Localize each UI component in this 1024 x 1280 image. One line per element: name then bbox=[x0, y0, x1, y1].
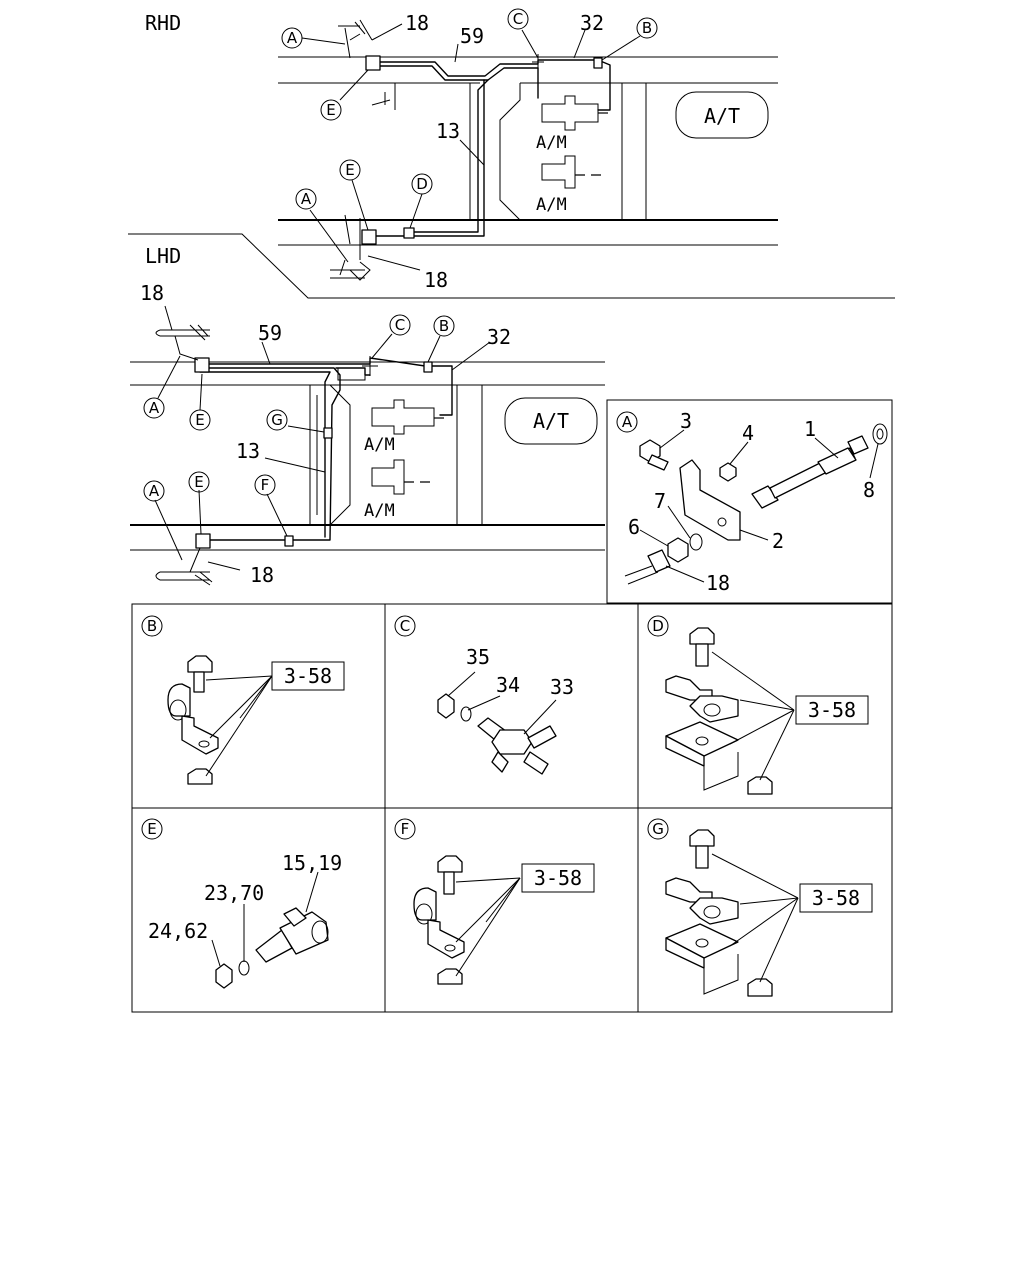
lhd-callout-b: B bbox=[439, 317, 449, 335]
rhd-part-18-bottom: 18 bbox=[424, 268, 448, 292]
detail-c-panel: C 35 34 33 bbox=[394, 615, 574, 775]
detail-e-callout: E bbox=[147, 820, 156, 838]
lhd-label: LHD bbox=[145, 244, 181, 268]
rhd-part-59: 59 bbox=[460, 24, 484, 48]
detail-e-part-23-70: 23,70 bbox=[204, 881, 264, 905]
detail-a-part-18: 18 bbox=[706, 571, 730, 595]
detail-a-part-4: 4 bbox=[742, 421, 754, 445]
rhd-callout-a-top: A bbox=[287, 29, 298, 47]
rhd-part-32: 32 bbox=[580, 11, 604, 35]
detail-a-callout: A bbox=[622, 413, 633, 431]
detail-a-panel: A 3 4 1 8 7 2 6 18 bbox=[606, 399, 893, 604]
detail-c-callout: C bbox=[400, 617, 410, 635]
lhd-part-32: 32 bbox=[487, 325, 511, 349]
detail-g-panel: G 3-58 bbox=[647, 818, 873, 997]
lhd-part-18-bottom: 18 bbox=[250, 563, 274, 587]
rhd-callout-a-bottom: A bbox=[301, 190, 312, 208]
detail-a-part-3: 3 bbox=[680, 409, 692, 433]
detail-d-ref: 3-58 bbox=[808, 698, 856, 722]
detail-d-panel: D 3-58 bbox=[647, 615, 869, 795]
rhd-callout-e-bottom: E bbox=[345, 161, 354, 179]
lhd-callout-a-bottom: A bbox=[149, 482, 160, 500]
detail-a-part-6: 6 bbox=[628, 515, 640, 539]
rhd-callout-e-top: E bbox=[326, 101, 335, 119]
lhd-at-label: A/T bbox=[533, 409, 569, 433]
detail-e-part-15-19: 15,19 bbox=[282, 851, 342, 875]
rhd-callout-d: D bbox=[416, 175, 428, 193]
detail-d-callout: D bbox=[652, 617, 664, 635]
rhd-am-label-2: A/M bbox=[536, 195, 567, 215]
detail-e-part-24-62: 24,62 bbox=[148, 919, 208, 943]
lhd-diagram: LHD A/T A/M A/M bbox=[130, 244, 605, 587]
detail-g-ref: 3-58 bbox=[812, 886, 860, 910]
rhd-callout-b: B bbox=[642, 19, 652, 37]
lhd-callout-e-bottom: E bbox=[194, 473, 203, 491]
detail-b-panel: B 3-58 bbox=[141, 615, 345, 785]
rhd-am-label-1: A/M bbox=[536, 133, 567, 153]
lhd-callout-f: F bbox=[261, 476, 270, 494]
rhd-label: RHD bbox=[145, 11, 181, 35]
detail-f-callout: F bbox=[401, 820, 410, 838]
lhd-part-13: 13 bbox=[236, 439, 260, 463]
detail-c-part-34: 34 bbox=[496, 673, 520, 697]
detail-c-part-33: 33 bbox=[550, 675, 574, 699]
rhd-callout-c: C bbox=[513, 10, 523, 28]
rhd-part-13: 13 bbox=[436, 119, 460, 143]
lhd-part-18-top: 18 bbox=[140, 281, 164, 305]
detail-b-callout: B bbox=[147, 617, 157, 635]
rhd-at-label: A/T bbox=[704, 104, 740, 128]
detail-grid bbox=[131, 603, 893, 1013]
lhd-am-label-1: A/M bbox=[364, 435, 395, 455]
rhd-diagram: RHD A/T A/M A/M bbox=[145, 8, 778, 292]
section-divider bbox=[128, 233, 895, 299]
detail-f-panel: F 3-58 bbox=[394, 818, 595, 985]
detail-e-panel: E 15,19 23,70 24,62 bbox=[141, 818, 342, 989]
lhd-callout-a-top: A bbox=[149, 399, 160, 417]
detail-a-part-7: 7 bbox=[654, 489, 666, 513]
detail-b-ref: 3-58 bbox=[284, 664, 332, 688]
lhd-callout-g: G bbox=[271, 411, 283, 429]
lhd-callout-c: C bbox=[395, 316, 405, 334]
detail-a-part-1: 1 bbox=[804, 417, 816, 441]
rhd-part-18-top: 18 bbox=[405, 11, 429, 35]
detail-a-part-8: 8 bbox=[863, 478, 875, 502]
lhd-part-59: 59 bbox=[258, 321, 282, 345]
lhd-callout-e-top: E bbox=[195, 411, 204, 429]
detail-c-part-35: 35 bbox=[466, 645, 490, 669]
detail-a-part-2: 2 bbox=[772, 529, 784, 553]
detail-f-ref: 3-58 bbox=[534, 866, 582, 890]
lhd-am-label-2: A/M bbox=[364, 501, 395, 521]
detail-g-callout: G bbox=[652, 820, 664, 838]
